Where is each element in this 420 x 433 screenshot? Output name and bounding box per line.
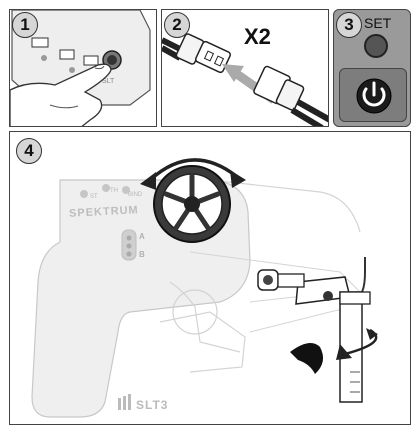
small-label-bind: BIND	[128, 192, 143, 198]
svg-text:SLT: SLT	[102, 78, 115, 85]
step-number-badge: 2	[164, 12, 190, 38]
step-number-badge: 4	[16, 138, 42, 164]
trigger-assembly	[257, 257, 371, 403]
small-label-st: ST	[90, 194, 98, 200]
step-1-illustration: SLT	[10, 10, 151, 126]
small-label-th: TH	[110, 188, 118, 194]
multiplier-label: X2	[244, 24, 271, 49]
switch-a-label: A	[139, 232, 145, 241]
step-4-panel: 4 SPEKTRUM ST TH BIND A B SLT3	[9, 131, 411, 425]
rotate-arrow-icon	[140, 158, 246, 190]
finger-press-icon	[10, 63, 112, 126]
step-4-illustration	[31, 158, 378, 418]
set-button-label: SET	[364, 15, 392, 31]
power-icon	[356, 78, 392, 114]
connector-male-icon	[253, 65, 328, 126]
step-number-badge: 3	[336, 12, 362, 38]
set-button	[364, 34, 388, 58]
step-1-panel: SLT 1	[9, 9, 157, 127]
model-label: SLT3	[136, 398, 169, 412]
step-2-illustration	[162, 33, 328, 126]
switch-b-label: B	[139, 250, 145, 259]
step-3-panel: 3 SET	[333, 9, 411, 127]
rotate-arrow-icon	[336, 328, 378, 360]
connector-female-icon	[162, 33, 232, 74]
steering-wheel	[153, 165, 231, 243]
power-button	[339, 68, 407, 122]
step-number-badge: 1	[12, 12, 38, 38]
step-2-panel: 2 X2	[161, 9, 329, 127]
